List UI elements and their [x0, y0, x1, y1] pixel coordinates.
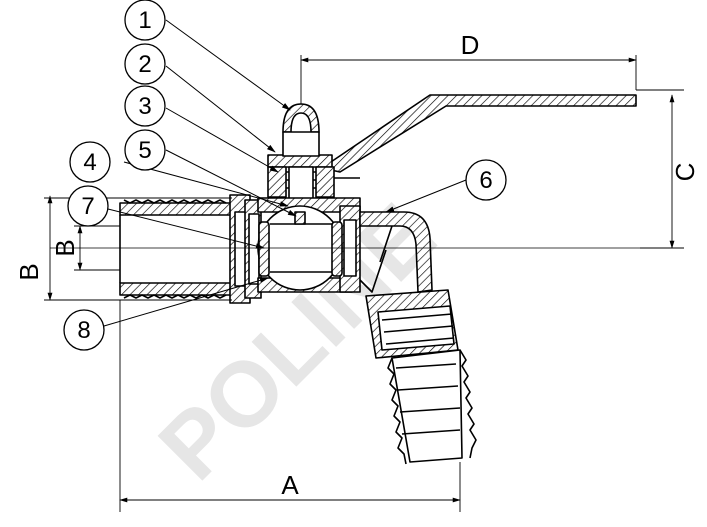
hose-tail — [365, 289, 477, 465]
callout-8-label: 8 — [77, 317, 90, 344]
callout-3-label: 3 — [138, 93, 151, 120]
dim-D-label: D — [461, 30, 480, 60]
body-nut — [229, 194, 262, 304]
callout-5-circle — [124, 129, 166, 171]
dim-C-label: C — [670, 163, 700, 182]
callout-3-circle — [124, 85, 166, 127]
leader-7 — [103, 207, 265, 249]
dim-B-inner-label: B — [50, 239, 80, 256]
callout-7-circle — [67, 185, 109, 227]
callout-5-label: 5 — [138, 137, 151, 164]
leader-3 — [165, 107, 279, 173]
callout-6-circle — [465, 159, 507, 201]
inlet-threaded-end — [119, 199, 233, 299]
callout-4-circle — [69, 141, 111, 183]
callout-2-circle — [124, 43, 166, 85]
callout-1-circle — [124, 0, 166, 41]
callout-1-label: 1 — [138, 7, 151, 34]
dim-A-label: A — [281, 470, 299, 500]
handle-cap — [267, 103, 333, 168]
callout-7-label: 7 — [81, 193, 94, 220]
dim-B-outer-label: B — [14, 263, 44, 280]
callout-2-label: 2 — [138, 51, 151, 78]
leader-8 — [103, 277, 269, 327]
ball-seats — [258, 221, 343, 277]
callout-8-circle — [63, 309, 105, 351]
leader-1 — [165, 19, 291, 111]
callout-4-label: 4 — [83, 149, 96, 176]
callout-6-label: 6 — [479, 167, 492, 194]
leader-5 — [165, 149, 297, 217]
leader-6 — [385, 179, 467, 213]
leader-2 — [165, 65, 276, 153]
